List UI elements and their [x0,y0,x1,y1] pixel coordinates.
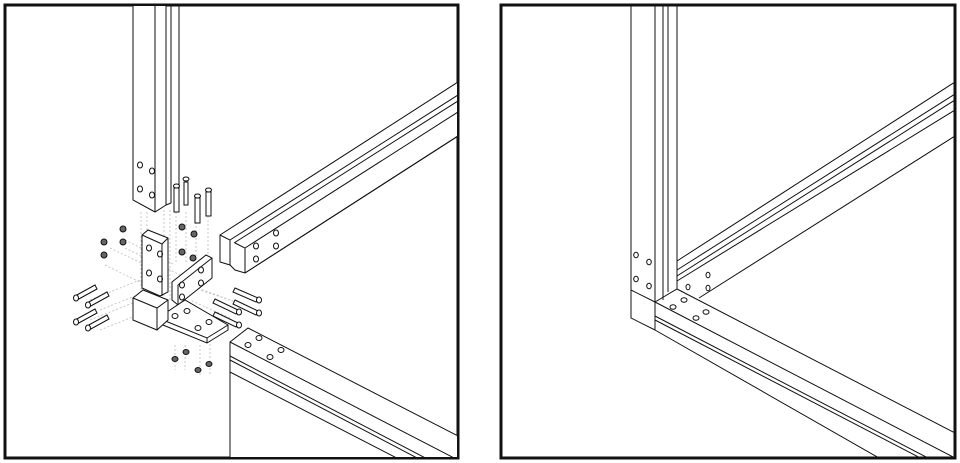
lower-rail [229,327,457,457]
bolts [73,176,262,332]
vertical-post [132,6,180,213]
upper-rail-assembled [676,82,954,299]
panel-frame-right [499,3,957,460]
assembled-view-panel [499,3,957,460]
corner-bracket [132,229,229,344]
nuts [100,223,213,373]
exploded-view-panel [3,3,460,460]
upper-rail [219,82,457,274]
lower-rail-assembled [654,288,954,457]
vertical-post-assembled [630,6,678,331]
